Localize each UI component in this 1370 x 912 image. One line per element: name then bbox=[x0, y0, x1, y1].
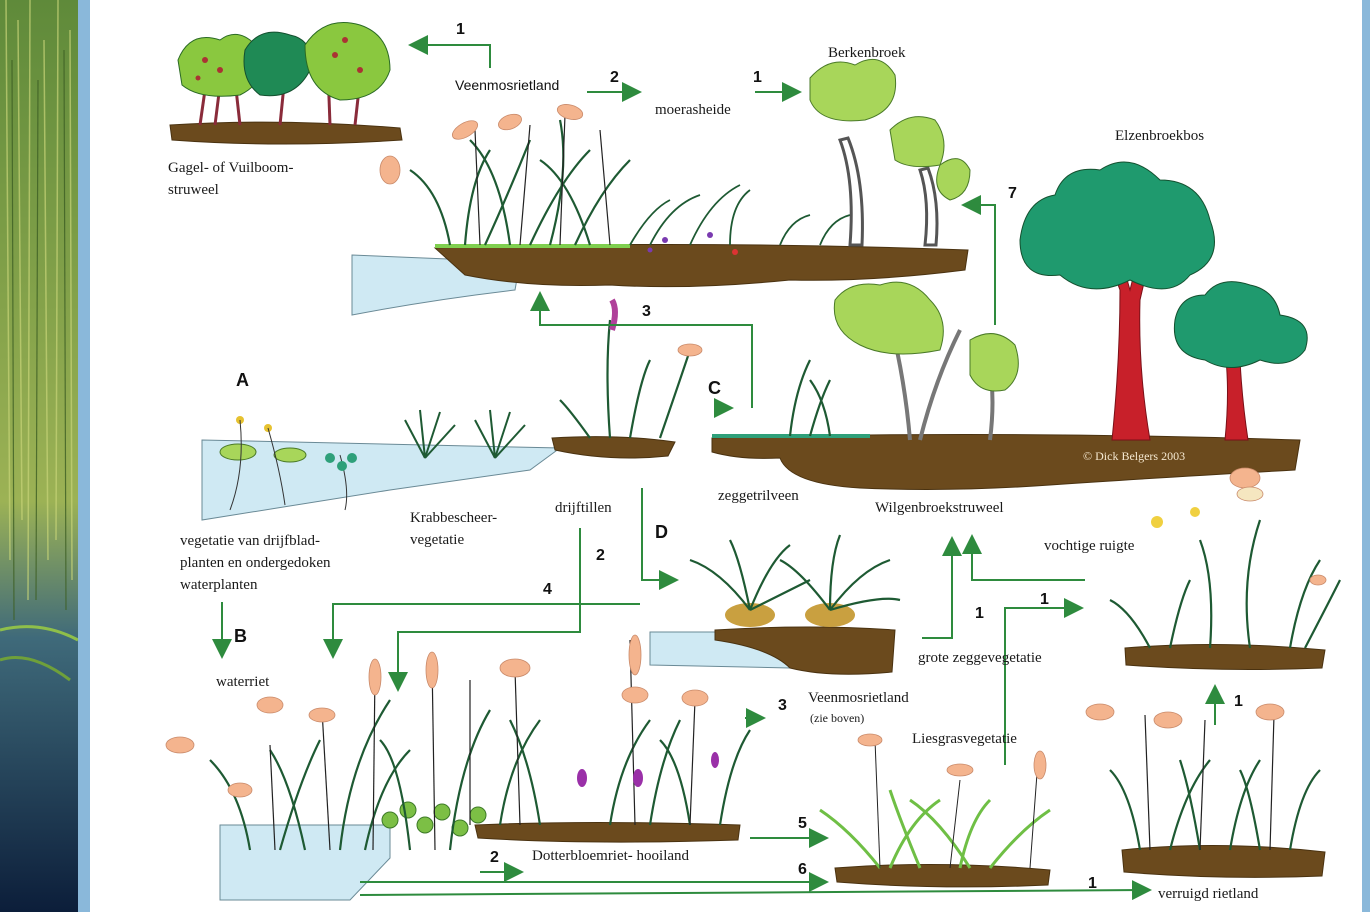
num-6: 6 bbox=[798, 861, 807, 878]
label-veenmosrietland-bottom: Veenmosrietland bbox=[808, 690, 909, 706]
num-3-bottom: 3 bbox=[778, 697, 787, 714]
label-waterriet: waterriet bbox=[216, 674, 270, 690]
letter-b: B bbox=[234, 626, 247, 646]
label-grote-zeggevegetatie: grote zeggevegetatie bbox=[918, 650, 1042, 666]
top-succession-stage bbox=[352, 102, 968, 315]
num-2-drijf: 2 bbox=[596, 547, 605, 564]
diagram-panel: © Dick Belgers 2003 bbox=[90, 0, 1362, 912]
label-krabbescheer-2: vegetatie bbox=[410, 532, 464, 548]
label-vochtige-ruigte: vochtige ruigte bbox=[1044, 538, 1135, 554]
label-zeggetrilveen: zeggetrilveen bbox=[718, 488, 799, 504]
num-1-ruigte: 1 bbox=[1040, 591, 1049, 608]
num-1-berken: 1 bbox=[753, 69, 762, 86]
alder-trees bbox=[1020, 162, 1307, 440]
sedge-tussock-illustration bbox=[650, 535, 900, 674]
label-zie-boven: (zie boven) bbox=[810, 711, 864, 725]
label-drijftillen: drijftillen bbox=[555, 500, 612, 516]
label-elzenbroekbos: Elzenbroekbos bbox=[1115, 128, 1204, 144]
vochtige-ruigte-illustration bbox=[1110, 468, 1340, 669]
label-wilgenbroekstruweel: Wilgenbroekstruweel bbox=[875, 500, 1004, 516]
label-drijfblad-1: vegetatie van drijfblad- bbox=[180, 533, 320, 549]
liesgras-illustration bbox=[820, 734, 1050, 887]
label-drijfblad-2: planten en ondergedoken bbox=[180, 555, 331, 571]
num-2-top: 2 bbox=[610, 69, 619, 86]
letter-a: A bbox=[236, 370, 249, 390]
num-1-verruigd: 1 bbox=[1234, 693, 1243, 710]
label-gagel-1: Gagel- of Vuilboom- bbox=[168, 160, 293, 176]
num-1-zegge: 1 bbox=[975, 605, 984, 622]
num-4: 4 bbox=[543, 581, 552, 598]
num-2-bottom: 2 bbox=[490, 849, 499, 866]
letter-d: D bbox=[655, 522, 668, 542]
label-gagel-2: struweel bbox=[168, 182, 219, 198]
num-7: 7 bbox=[1008, 185, 1017, 202]
willow-trees bbox=[834, 282, 1018, 440]
label-moerasheide: moerasheide bbox=[655, 102, 731, 118]
label-dotterbloemriet: Dotterbloemriet- hooiland bbox=[532, 848, 690, 864]
birch-trees bbox=[810, 59, 970, 245]
num-5: 5 bbox=[798, 815, 807, 832]
gagel-struweel-illustration bbox=[170, 23, 402, 145]
num-1-bottom: 1 bbox=[1088, 875, 1097, 892]
reed-photo bbox=[0, 0, 78, 912]
label-berkenbroek: Berkenbroek bbox=[828, 45, 906, 61]
verruigd-rietland-illustration bbox=[1086, 704, 1325, 877]
letter-c: C bbox=[708, 378, 721, 398]
label-drijfblad-3: waterplanten bbox=[180, 577, 258, 593]
label-veenmosrietland-top: Veenmosrietland bbox=[455, 77, 559, 93]
num-1-top: 1 bbox=[456, 21, 465, 38]
label-krabbescheer-1: Krabbescheer- bbox=[410, 510, 497, 526]
label-liesgrasvegetatie: Liesgrasvegetatie bbox=[912, 731, 1017, 747]
copyright-text: © Dick Belgers 2003 bbox=[1083, 449, 1185, 463]
label-verruigd-rietland: verruigd rietland bbox=[1158, 886, 1259, 902]
reed-marsh-photo-strip bbox=[0, 0, 78, 912]
num-3-mid: 3 bbox=[642, 303, 651, 320]
marsh-succession-diagram: © Dick Belgers 2003 bbox=[90, 0, 1362, 912]
